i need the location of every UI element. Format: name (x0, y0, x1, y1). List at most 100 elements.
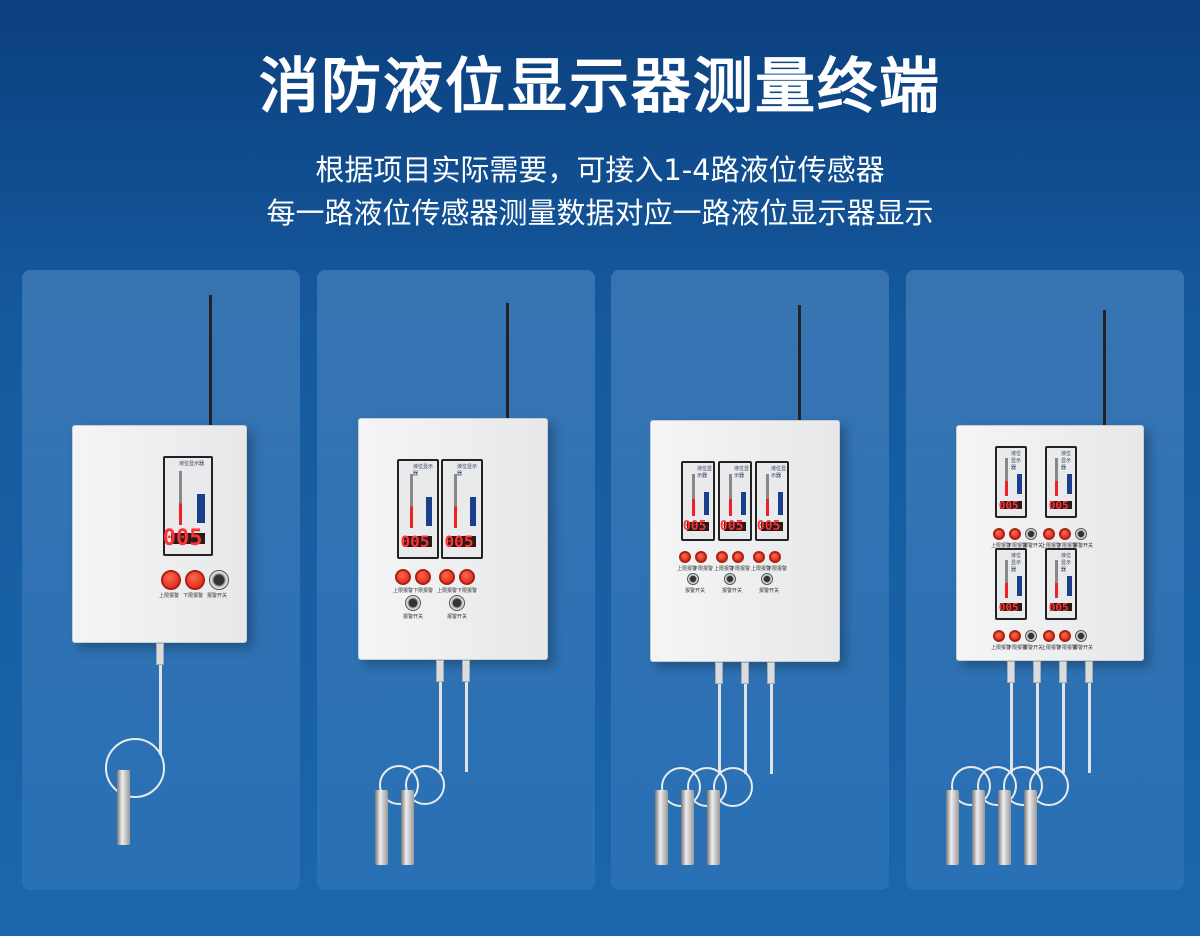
led-reading: 005 (683, 519, 710, 534)
upper-alarm-label: 上限报警 (751, 566, 772, 572)
subtitle-line-2: 每一路液位传感器测量数据对应一路液位显示器显示 (266, 196, 934, 230)
display-title: 液位显示器 (1061, 553, 1072, 573)
key-panel (469, 497, 477, 527)
cable-loop (713, 767, 753, 807)
alarm-switch (1075, 528, 1087, 540)
cable-loop (405, 765, 445, 805)
level-display: 液位显示器 005 (1045, 446, 1077, 518)
upper-alarm-label: 上限报警 (1041, 543, 1062, 549)
upper-alarm-label: 上限报警 (991, 645, 1012, 651)
led-reading: 005 (1049, 601, 1072, 614)
cable-gland (1007, 661, 1015, 683)
upper-alarm-light (161, 570, 181, 590)
upper-alarm-light (993, 528, 1005, 540)
upper-alarm-light (395, 569, 411, 585)
lower-alarm-light (695, 551, 707, 563)
sensor-cable (1088, 683, 1091, 773)
level-bar (410, 474, 414, 529)
upper-alarm-label: 上限报警 (714, 566, 735, 572)
key-panel (197, 494, 206, 524)
antenna-icon (1102, 310, 1106, 425)
sensor-cable (158, 665, 162, 755)
lower-alarm-light (1009, 528, 1021, 540)
level-display: 液位显示器 005 (755, 461, 789, 541)
level-sensor-probe (707, 790, 720, 865)
cable-gland (436, 660, 444, 682)
key-panel (1016, 575, 1022, 597)
cable-gland (1085, 661, 1093, 683)
upper-alarm-label: 上限报警 (991, 543, 1012, 549)
led-reading: 005 (445, 532, 477, 551)
alarm-switch-label: 报警开关 (207, 593, 228, 599)
lower-alarm-light (1059, 528, 1071, 540)
alarm-switch-label: 报警开关 (759, 588, 780, 594)
level-display: 液位显示器 005 (1045, 548, 1077, 620)
level-sensor-probe (375, 790, 388, 865)
display-title: 液位显示器 (697, 466, 713, 479)
sensor-cable (439, 682, 442, 772)
display-title: 液位显示器 (413, 464, 434, 477)
led-reading: 005 (757, 519, 784, 534)
display-title: 液位显示器 (1061, 451, 1072, 471)
key-panel (1016, 473, 1022, 495)
alarm-switch-label: 报警开关 (403, 614, 424, 620)
upper-alarm-light (679, 551, 691, 563)
display-title: 液位显示器 (1011, 553, 1022, 573)
alarm-switch (449, 595, 465, 611)
display-title: 液位显示器 (734, 466, 750, 479)
upper-alarm-light (753, 551, 765, 563)
alarm-switch-label: 报警开关 (722, 588, 743, 594)
lower-alarm-light (769, 551, 781, 563)
display-title: 液位显示器 (771, 466, 787, 479)
cable-loop (104, 738, 165, 798)
led-reading: 005 (163, 526, 206, 551)
upper-alarm-label: 上限报警 (1041, 645, 1062, 651)
key-panel (425, 497, 433, 527)
upper-alarm-label: 上限报警 (437, 588, 458, 594)
alarm-switch (209, 570, 229, 590)
upper-alarm-label: 上限报警 (159, 593, 180, 599)
cable-loop (1029, 766, 1069, 806)
level-sensor-probe (1024, 790, 1037, 865)
level-display: 液位显示器 005 (163, 456, 213, 556)
level-sensor-probe (117, 770, 130, 845)
level-sensor-probe (972, 790, 985, 865)
level-sensor-probe (946, 790, 959, 865)
upper-alarm-light (716, 551, 728, 563)
level-bar (1005, 559, 1009, 598)
led-reading: 005 (1049, 499, 1072, 512)
sensor-cable (1036, 683, 1039, 773)
lower-alarm-light (185, 570, 205, 590)
level-bar (766, 473, 769, 517)
alarm-switch (1075, 630, 1087, 642)
sensor-cable (1062, 683, 1065, 773)
cable-gland (1059, 661, 1067, 683)
lower-alarm-light (459, 569, 475, 585)
level-display: 液位显示器 005 (681, 461, 715, 541)
lower-alarm-light (415, 569, 431, 585)
antenna-icon (506, 303, 510, 418)
lower-alarm-label: 下限报警 (457, 588, 478, 594)
cable-gland (1033, 661, 1041, 683)
lower-alarm-label: 下限报警 (1057, 645, 1078, 651)
display-title: 液位显示器 (179, 461, 205, 467)
upper-alarm-light (439, 569, 455, 585)
alarm-switch-label: 报警开关 (1073, 645, 1094, 651)
antenna-icon (798, 305, 802, 420)
alarm-switch-label: 报警开关 (1023, 543, 1044, 549)
page-title: 消防液位显示器测量终端 (259, 52, 941, 122)
lower-alarm-label: 下限报警 (767, 566, 788, 572)
led-reading: 005 (999, 499, 1022, 512)
level-sensor-probe (681, 790, 694, 865)
upper-alarm-light (1043, 630, 1055, 642)
sensor-cable (718, 684, 721, 774)
alarm-switch (1025, 630, 1037, 642)
